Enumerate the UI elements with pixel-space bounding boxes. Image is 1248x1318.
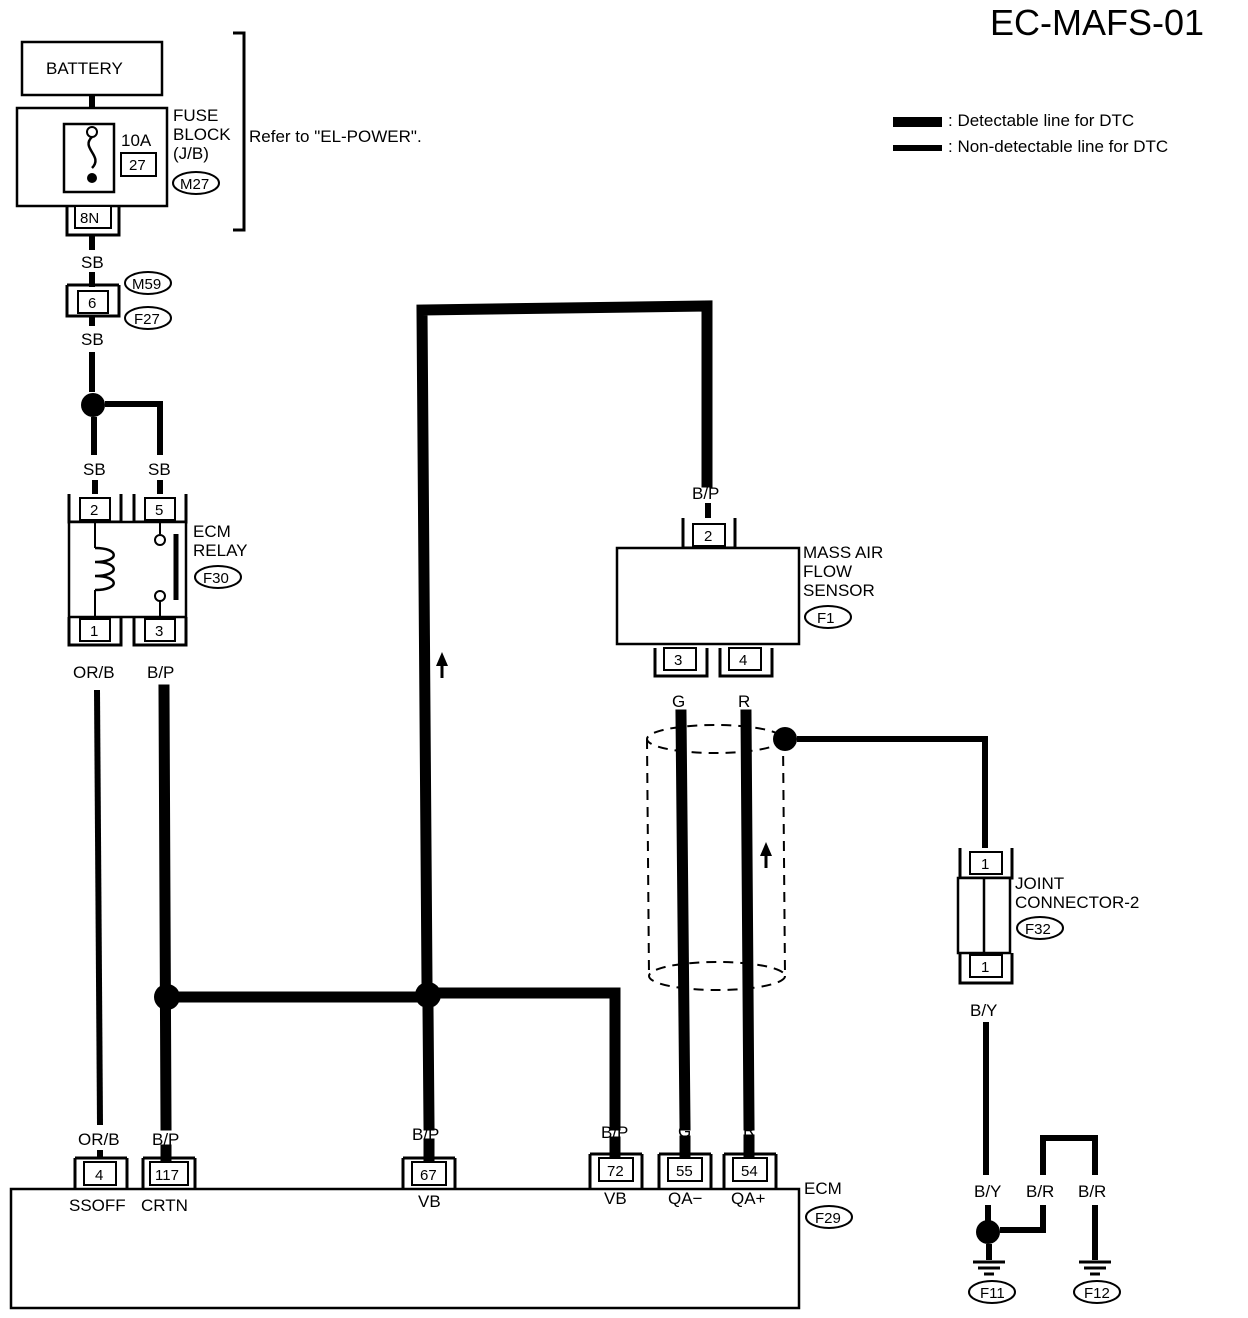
ecm-pin-67: 67: [420, 1167, 437, 1184]
ecm-pin-55: 55: [676, 1163, 693, 1180]
ecm-func-qa-minus: QA−: [668, 1189, 703, 1208]
ecm-func-crtn: CRTN: [141, 1196, 188, 1215]
wire-label-r-maf: R: [738, 692, 750, 711]
wire-label-by-joint: B/Y: [970, 1001, 997, 1020]
splice-sb: [81, 393, 105, 417]
fuse-rating: 10A: [121, 131, 152, 150]
ecm-pin-117: 117: [155, 1167, 179, 1184]
connector-id-m59: M59: [132, 276, 161, 293]
ecm-func-qa-plus: QA+: [731, 1189, 766, 1208]
wire-bp-maf: [416, 300, 713, 988]
ecm-wire-label-72: B/P: [601, 1123, 628, 1142]
joint-pin-top: 1: [981, 856, 989, 873]
inline-connector-m59-f27: 6 M59 F27: [65, 271, 172, 330]
relay-pin-5: 5: [155, 502, 163, 519]
wire-label-by-ground: B/Y: [974, 1182, 1001, 1201]
battery: BATTERY: [20, 40, 164, 97]
ecm-func-vb-72: VB: [604, 1189, 627, 1208]
wire-label-br-a: B/R: [1026, 1182, 1054, 1201]
splice-bp-1: [154, 984, 180, 1010]
joint-title-1: JOINT: [1015, 874, 1064, 893]
relay-title-1: ECM: [193, 522, 231, 541]
diagram-code: EC-MAFS-01: [990, 2, 1204, 43]
fuse-title-3: (J/B): [173, 144, 209, 163]
maf-title-1: MASS AIR: [803, 543, 883, 562]
ecm-wire-label-4: OR/B: [78, 1130, 120, 1149]
maf-connector-id: F1: [817, 610, 835, 627]
maf-sensor: 2 3 4 MASS AIR FLOW SENSOR F1: [615, 518, 883, 678]
fuse-pin-8n: 8N: [80, 210, 99, 227]
wire-by-joint: [797, 736, 988, 848]
ecm-pin-54: 54: [741, 1163, 758, 1180]
maf-title-3: SENSOR: [803, 581, 875, 600]
fuse-title-2: BLOCK: [173, 125, 231, 144]
relay-pin-1: 1: [90, 623, 98, 640]
ecm-connector-id: F29: [815, 1210, 841, 1227]
relay-pin-2: 2: [90, 502, 98, 519]
ground-symbol-f11: F11: [968, 1260, 1016, 1304]
fuse-note: Refer to "EL-POWER".: [249, 127, 422, 146]
arrow-up-vb: [436, 652, 448, 666]
maf-pin-4: 4: [739, 652, 747, 669]
inline-pin-6: 6: [88, 295, 96, 312]
fuse-title-1: FUSE: [173, 106, 218, 125]
fuse-number: 27: [129, 157, 146, 174]
fuse-block: 10A 27 FUSE BLOCK (J/B) M27 Refer to "EL…: [15, 31, 422, 237]
ecm-wire-label-117: B/P: [152, 1130, 179, 1149]
splice-ground: [976, 1220, 1000, 1244]
ground-symbol-f12: F12: [1073, 1260, 1121, 1304]
ecm: 4 117 67 72 55 54 SSOFF CRTN VB VB QA− Q…: [9, 1152, 853, 1310]
ecm-pin-4: 4: [95, 1167, 103, 1184]
shield: [646, 724, 786, 991]
connector-id-f27: F27: [134, 311, 160, 328]
joint-pin-bottom: 1: [981, 959, 989, 976]
wire-label-bp-maf: B/P: [692, 484, 719, 503]
relay-coil-symbol: [94, 546, 115, 592]
maf-pin-2: 2: [704, 528, 712, 545]
splice-shield: [773, 727, 797, 751]
wire-g: [675, 709, 691, 1131]
relay-title-2: RELAY: [193, 541, 248, 560]
wire-label-orb-relay: OR/B: [73, 663, 115, 682]
maf-title-2: FLOW: [803, 562, 852, 581]
maf-pin-3: 3: [674, 652, 682, 669]
joint-connector: 1 1 JOINT CONNECTOR-2 F32: [956, 848, 1139, 985]
fuse-connector-id: M27: [180, 176, 209, 193]
wire-label-bp-relay: B/P: [147, 663, 174, 682]
arrow-up-qa: [760, 842, 772, 856]
wire-label-sb-top: SB: [81, 253, 104, 272]
ecm-title: ECM: [804, 1179, 842, 1198]
ecm-relay: 2 5 1 3 ECM RELAY F30: [67, 494, 248, 647]
ground-id-f11: F11: [980, 1285, 1005, 1302]
wire-label-sb-mid: SB: [81, 330, 104, 349]
wire-label-sb-right: SB: [148, 460, 171, 479]
ecm-pin-72: 72: [607, 1163, 624, 1180]
relay-pin-3: 3: [155, 623, 163, 640]
relay-connector-id: F30: [203, 570, 229, 587]
splice-bp-2: [415, 982, 441, 1008]
fuse-symbol: [87, 136, 97, 169]
ground-id-f12: F12: [1084, 1285, 1110, 1302]
wire-orb: [94, 689, 103, 1126]
joint-connector-id: F32: [1025, 921, 1051, 938]
legend-detectable-text: : Detectable line for DTC: [948, 111, 1134, 130]
wire-r: [740, 709, 755, 1131]
battery-label: BATTERY: [46, 59, 123, 78]
legend: : Detectable line for DTC : Non-detectab…: [893, 111, 1168, 156]
wire-bp-relay: [158, 684, 172, 1131]
joint-title-2: CONNECTOR-2: [1015, 893, 1139, 912]
legend-non-detectable-text: : Non-detectable line for DTC: [948, 137, 1168, 156]
wire-label-g-maf: G: [672, 692, 685, 711]
ecm-func-vb-67: VB: [418, 1192, 441, 1211]
wire-label-br-b: B/R: [1078, 1182, 1106, 1201]
ecm-func-ssoff: SSOFF: [69, 1196, 126, 1215]
wire-label-sb-left: SB: [83, 460, 106, 479]
